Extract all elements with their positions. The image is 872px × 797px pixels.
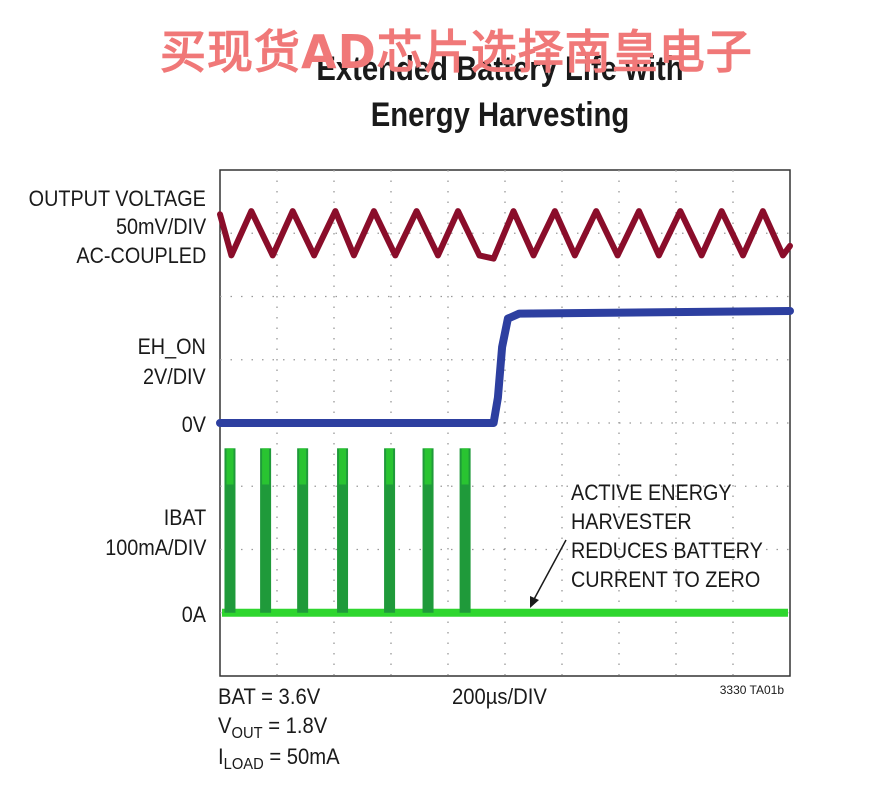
vout-symbol: V <box>218 713 232 738</box>
watermark-text: 买现货AD芯片选择南皇电子 <box>160 25 753 79</box>
ibat-pulse-5 <box>384 448 396 613</box>
arrow-shaft <box>531 539 567 604</box>
annotation-line-2: HARVESTER <box>571 509 692 534</box>
output-voltage-label: OUTPUT VOLTAGE <box>28 186 206 211</box>
ibat-pulse-highlight-7 <box>461 448 469 485</box>
annotation-line-1: ACTIVE ENERGY <box>571 480 732 505</box>
output-scale-label: 50mV/DIV <box>115 214 206 239</box>
ibat-pulse-4 <box>337 448 349 613</box>
vout-value: = 1.8V <box>262 713 328 738</box>
output-coupling-label: AC-COUPLED <box>76 243 206 268</box>
ibat-pulse-highlight-6 <box>424 448 432 485</box>
ibat-pulse-highlight-4 <box>339 448 347 485</box>
iload-symbol: I <box>218 744 224 769</box>
ibat-pulse-1 <box>224 448 236 613</box>
ibat-pulse-2 <box>260 448 272 613</box>
ibat-pulse-highlight-1 <box>226 448 234 485</box>
vout-condition: VOUT = 1.8V <box>218 713 327 743</box>
annotation-arrow <box>530 539 567 608</box>
figure-id: 3330 TA01b <box>719 683 784 697</box>
chart-title-line-2: Energy Harvesting <box>370 96 630 134</box>
eh-zero-label: 0V <box>181 412 206 437</box>
chart-title-line-1: Extended Battery Life with <box>316 50 684 88</box>
arrow-head <box>530 596 539 608</box>
iload-condition: ILOAD = 50mA <box>218 744 340 774</box>
trace-eh-on <box>216 307 794 427</box>
ibat-pulse-6 <box>422 448 434 613</box>
ibat-zero-label: 0A <box>181 602 206 627</box>
eh-on-label: EH_ON <box>137 334 206 359</box>
annotation-line-4: CURRENT TO ZERO <box>571 567 761 592</box>
eh-scale-label: 2V/DIV <box>143 364 206 389</box>
ibat-pulse-highlight-3 <box>299 448 307 485</box>
traces <box>216 208 794 617</box>
ibat-label: IBAT <box>163 505 206 530</box>
annotation-line-3: REDUCES BATTERY <box>571 538 763 563</box>
iload-value: = 50mA <box>263 744 340 769</box>
ibat-scale-label: 100mA/DIV <box>104 535 206 560</box>
trace-output-voltage <box>217 208 793 262</box>
ibat-pulse-7 <box>459 448 471 613</box>
ibat-pulse-highlight-5 <box>386 448 394 485</box>
ibat-pulse-3 <box>297 448 309 613</box>
ibat-pulse-highlight-2 <box>262 448 270 485</box>
timebase-label: 200µs/DIV <box>452 684 547 709</box>
vout-subscript: OUT <box>231 725 263 742</box>
iload-subscript: LOAD <box>223 756 264 773</box>
bat-condition: BAT = 3.6V <box>218 684 321 709</box>
